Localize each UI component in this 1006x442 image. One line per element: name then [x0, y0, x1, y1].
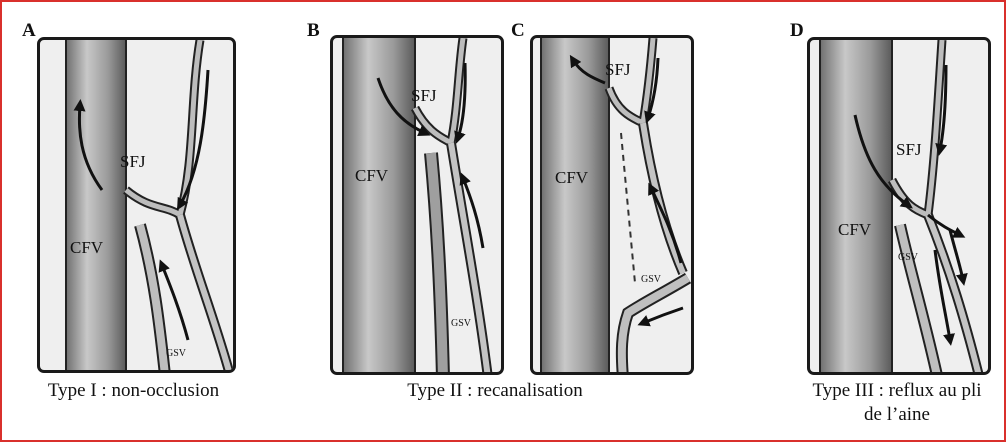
panel-d-diagram: SFJ CFV GSV: [807, 37, 991, 375]
vein-drawing-c: [540, 38, 691, 372]
vein-drawing-d: [819, 40, 984, 372]
label-cfv: CFV: [838, 220, 872, 239]
panel-letter-d: D: [790, 20, 804, 41]
label-sfj: SFJ: [120, 152, 146, 171]
panel-c-diagram: SFJ CFV GSV: [530, 35, 694, 375]
caption-type-3-line2: de l’aine: [864, 404, 930, 425]
label-sfj: SFJ: [896, 140, 922, 159]
caption-type-2: Type II : recanalisation: [407, 380, 583, 401]
label-cfv: CFV: [355, 166, 389, 185]
caption-type-1: Type I : non-occlusion: [47, 380, 220, 401]
label-gsv: GSV: [641, 274, 662, 285]
panel-a-diagram: SFJ CFV GSV: [37, 37, 236, 373]
caption-type-3-line1: Type III : reflux au pli: [812, 380, 982, 401]
label-gsv: GSV: [898, 252, 919, 263]
panel-b-diagram: SFJ CFV GSV: [330, 35, 504, 375]
label-sfj: SFJ: [605, 60, 631, 79]
panel-letter-a: A: [22, 20, 36, 41]
panel-letter-b: B: [307, 20, 320, 41]
panel-letter-c: C: [511, 20, 525, 41]
label-gsv: GSV: [166, 348, 187, 359]
vein-drawing-b: [342, 38, 493, 372]
label-cfv: CFV: [70, 238, 104, 257]
vein-drawing-a: [65, 40, 233, 370]
label-sfj: SFJ: [411, 86, 437, 105]
label-cfv: CFV: [555, 168, 589, 187]
label-gsv: GSV: [451, 318, 472, 329]
